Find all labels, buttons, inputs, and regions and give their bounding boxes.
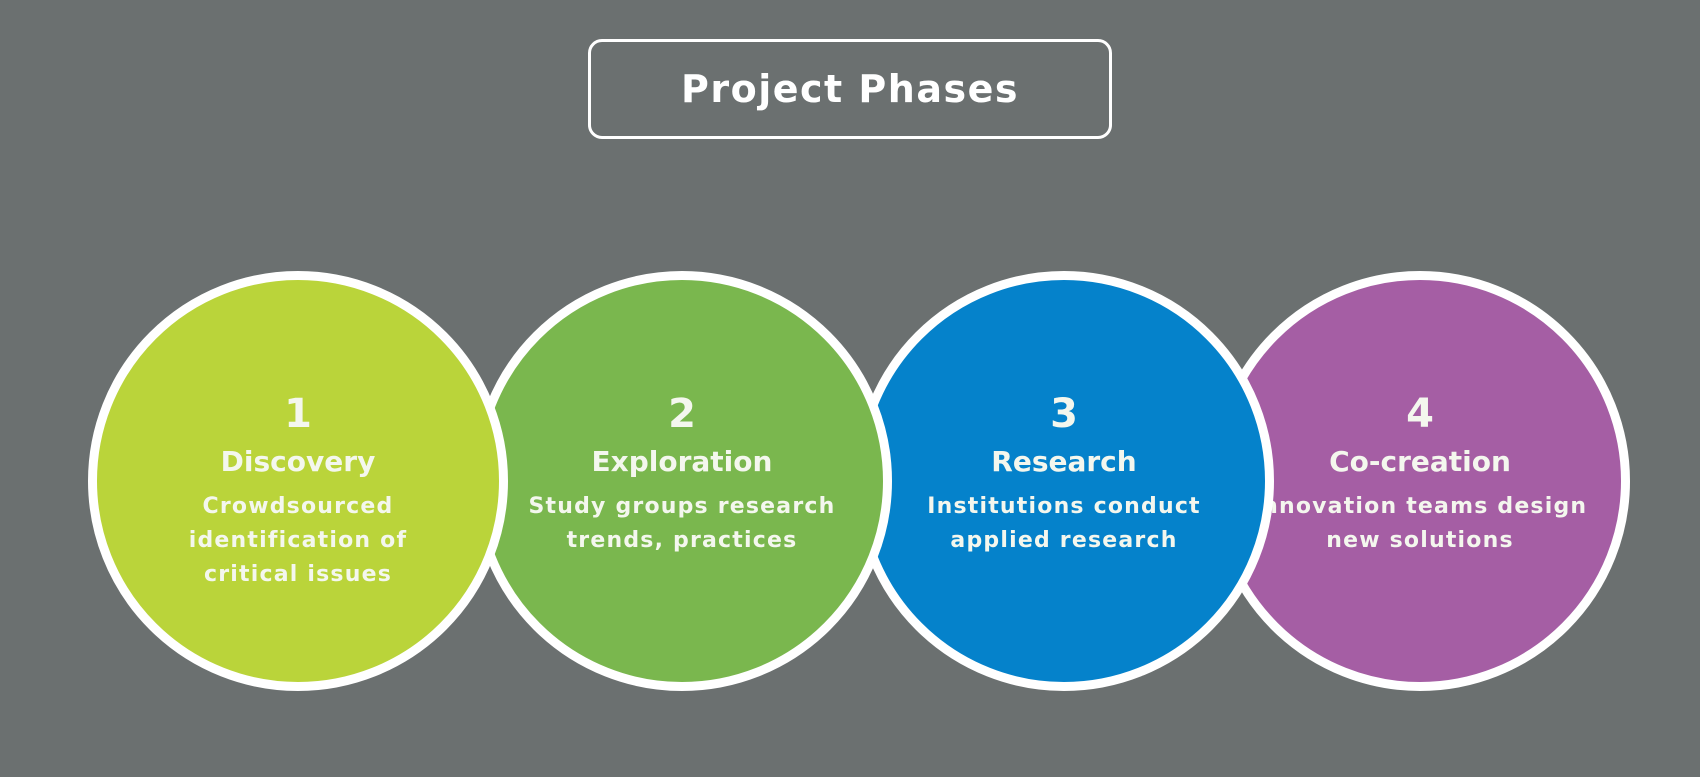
phase-name: Research [991, 445, 1137, 478]
phase-desc-line: identification of [188, 528, 408, 553]
phase-desc-line: critical issues [204, 562, 392, 587]
phase-number: 3 [1050, 391, 1078, 437]
phase-circle-4: 4 Co-creation Innovation teams design ne… [1210, 271, 1630, 691]
phase-number: 4 [1406, 391, 1434, 437]
phase-name: Co-creation [1329, 445, 1511, 478]
phase-circle-2: 2 Exploration Study groups research tren… [472, 271, 892, 691]
phase-desc-line: trends, practices [566, 528, 798, 553]
phase-circle-1: 1 Discovery Crowdsourced identification … [88, 271, 508, 691]
phase-name: Exploration [591, 445, 773, 478]
phase-circle-3: 3 Research Institutions conduct applied … [854, 271, 1274, 691]
diagram-title: Project Phases [681, 67, 1019, 111]
phase-desc-line: Institutions conduct [927, 494, 1201, 519]
phase-desc-line: Study groups research [528, 494, 836, 519]
phase-desc-line: applied research [950, 528, 1178, 553]
phase-desc-line: Innovation teams design [1252, 494, 1588, 519]
phase-desc-line: new solutions [1326, 528, 1514, 553]
phase-number: 2 [668, 391, 696, 437]
phase-number: 1 [284, 391, 312, 437]
title-box: Project Phases [588, 39, 1112, 139]
phase-desc-line: Crowdsourced [202, 494, 394, 519]
phase-name: Discovery [220, 445, 376, 478]
